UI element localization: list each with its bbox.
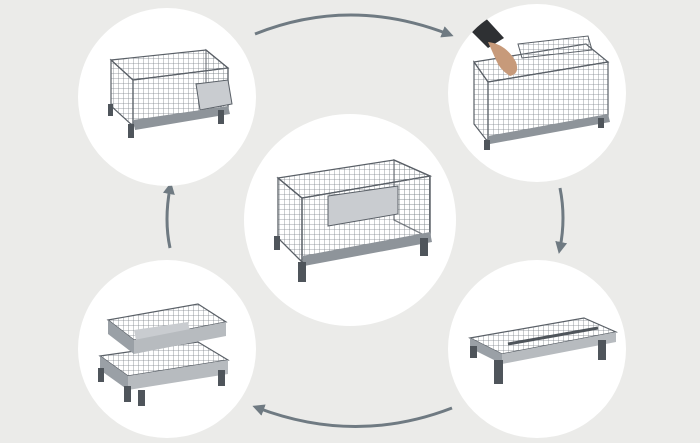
arrow-right [555, 187, 568, 254]
step-folded-flat [448, 260, 626, 438]
step-stacked [78, 260, 256, 438]
arrow-left [162, 182, 175, 249]
arrow-top [254, 13, 454, 38]
step-hand-folding [448, 4, 626, 182]
step-assembled [244, 114, 456, 326]
hand-folding-cage-icon [462, 14, 610, 150]
assembled-wire-cage-icon [274, 158, 433, 282]
folded-cage-flat-icon [468, 317, 619, 384]
stacked-folded-cages-icon [98, 303, 230, 406]
step-collapsing-side [78, 8, 256, 186]
arrow-bottom [252, 404, 453, 428]
wire-cage-panel-folding-icon [108, 48, 233, 138]
